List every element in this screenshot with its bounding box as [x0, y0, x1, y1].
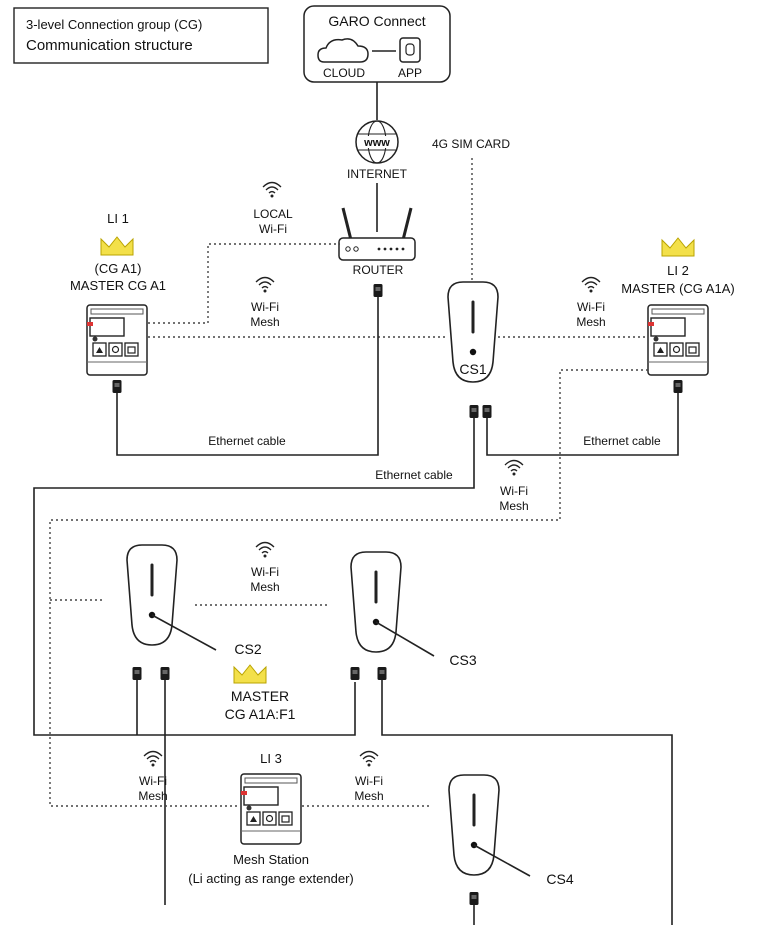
wifi-label-3: Wi-Fi — [500, 484, 528, 498]
mesh-label-2: Mesh — [576, 315, 605, 329]
wifi-label-4: Wi-Fi — [251, 565, 279, 579]
mesh-label-5: Mesh — [138, 789, 167, 803]
wifi-label-1: Wi-Fi — [251, 300, 279, 314]
title-line-2: Communication structure — [26, 37, 193, 54]
wifi-label-5: Wi-Fi — [139, 774, 167, 788]
cs2-plug-right — [161, 667, 170, 680]
cs4-plug — [470, 892, 479, 905]
cs2-label: CS2 — [234, 641, 261, 657]
wifi-label-6: Wi-Fi — [355, 774, 383, 788]
cs4-label: CS4 — [546, 871, 573, 887]
ethernet-label-3: Ethernet cable — [375, 468, 453, 482]
mesh-label-3: Mesh — [499, 499, 528, 513]
app-label: APP — [398, 66, 422, 80]
router-label: ROUTER — [353, 263, 404, 277]
cs2-role: MASTER — [231, 688, 289, 704]
li1-name: LI 1 — [107, 211, 129, 226]
li1-crown-icon — [101, 237, 133, 255]
mesh-label-4: Mesh — [250, 580, 279, 594]
li2-meter-icon — [648, 305, 708, 375]
li3-role: Mesh Station — [233, 852, 309, 867]
globe-icon: www — [356, 121, 398, 163]
app-icon — [400, 38, 420, 62]
ethernet-label-1: Ethernet cable — [208, 434, 286, 448]
garo-connect-title: GARO Connect — [328, 13, 425, 29]
cs2-crown-icon — [234, 665, 266, 683]
cs3-ethernet-cable — [382, 680, 672, 925]
li1-meter-icon — [87, 305, 147, 375]
wifi-label-2: Wi-Fi — [577, 300, 605, 314]
local-wifi-icon — [263, 183, 281, 198]
li3-description: (Li acting as range extender) — [188, 871, 353, 886]
cs4-charger-icon — [449, 775, 499, 875]
cs1-label: CS1 — [459, 361, 486, 377]
local-wifi-line2: Wi-Fi — [259, 222, 287, 236]
wifi-mesh-icon-3 — [505, 461, 523, 476]
sim-card-label: 4G SIM CARD — [432, 137, 510, 151]
wifi-mesh-icon-1 — [256, 278, 274, 293]
cs3-label: CS3 — [449, 652, 476, 668]
mesh-label-1: Mesh — [250, 315, 279, 329]
garo-connect-box: GARO Connect CLOUD APP — [304, 6, 450, 82]
wifi-mesh-icon-5 — [144, 752, 162, 767]
cs3-plug-right — [378, 667, 387, 680]
cs3-plug-left — [351, 667, 360, 680]
title-line-1: 3-level Connection group (CG) — [26, 17, 202, 32]
li3-name: LI 3 — [260, 751, 282, 766]
wifi-mesh-icon-4 — [256, 543, 274, 558]
cloud-label: CLOUD — [323, 66, 365, 80]
cs2-charger-icon — [127, 545, 177, 645]
li1-ethernet-plug — [113, 380, 122, 393]
li2-name: LI 2 — [667, 263, 689, 278]
cs3-charger-icon — [351, 552, 401, 652]
li2-crown-icon — [662, 238, 694, 256]
ethernet-label-2: Ethernet cable — [583, 434, 661, 448]
router-ethernet-plug — [374, 284, 383, 297]
wifi-mesh-icon-6 — [360, 752, 378, 767]
www-label: www — [363, 137, 390, 149]
local-wifi-line1: LOCAL — [253, 207, 293, 221]
li1-local-wifi-link — [148, 244, 340, 323]
title-box: 3-level Connection group (CG) Communicat… — [14, 8, 268, 63]
li2-role: MASTER (CG A1A) — [621, 281, 734, 296]
li1-router-ethernet-cable — [117, 297, 378, 455]
li1-cg: (CG A1) — [95, 261, 142, 276]
li1-role: MASTER CG A1 — [70, 278, 166, 293]
cs2-cg: CG A1A:F1 — [225, 706, 296, 722]
li2-ethernet-plug — [674, 380, 683, 393]
wifi-mesh-icon-2 — [582, 278, 600, 293]
mesh-label-6: Mesh — [354, 789, 383, 803]
cs1-plug-left — [470, 405, 479, 418]
cs2-plug-left — [133, 667, 142, 680]
internet-label: INTERNET — [347, 167, 408, 181]
cs1-plug-right — [483, 405, 492, 418]
li3-meter-icon — [241, 774, 301, 844]
